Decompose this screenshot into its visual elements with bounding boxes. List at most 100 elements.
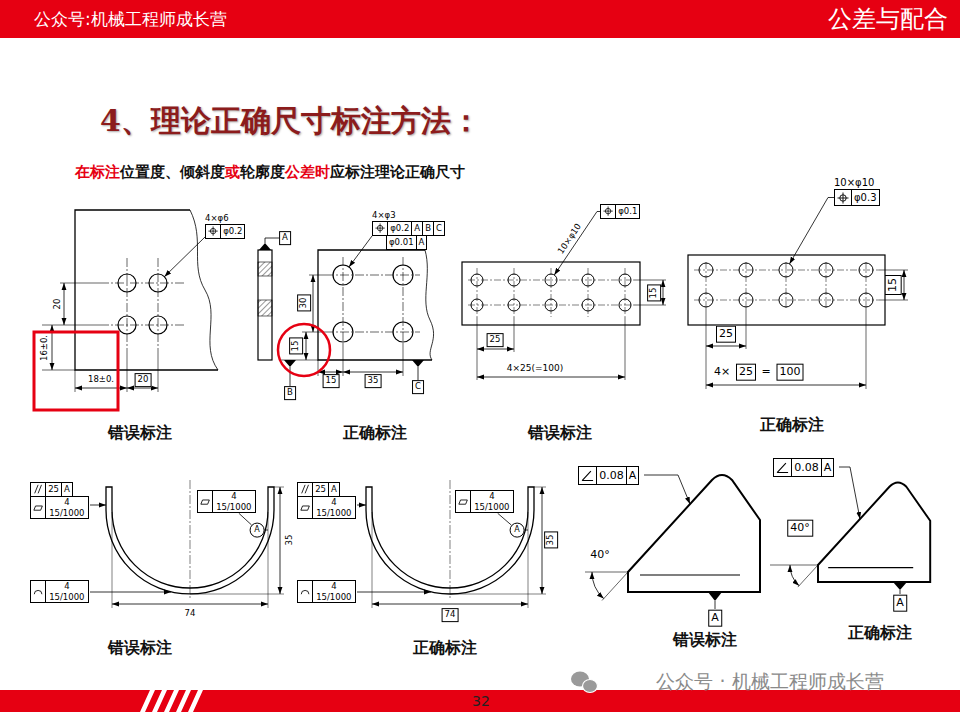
par-symbol xyxy=(33,484,43,494)
dimension-value: 35 xyxy=(545,535,555,546)
plate-drawing xyxy=(34,210,218,410)
tolerance-frame: 0.08A xyxy=(578,466,639,485)
flat-symbol xyxy=(33,503,43,513)
value-cell: φ0.2 xyxy=(387,222,411,235)
dimension-box: 20 xyxy=(135,373,152,387)
feature-count: 4×φ6 xyxy=(205,213,245,224)
tolerance-value: C xyxy=(436,223,442,233)
dimension-value: 25 xyxy=(719,327,733,340)
tolerance-frame: 415/1000 xyxy=(30,580,89,603)
control-frame: φ0.3 xyxy=(834,189,880,206)
pos-symbol xyxy=(208,226,218,236)
tolerance-value: φ0.3 xyxy=(854,192,877,204)
control-frame: 0.08A xyxy=(773,458,834,477)
value-cell: 25 xyxy=(45,483,61,496)
dimension-box: 40° xyxy=(787,520,813,537)
feature-count: 4×φ3 xyxy=(372,210,445,221)
dimension-value: 74 xyxy=(445,609,456,619)
dimension-value: 35 xyxy=(368,375,379,385)
tolerance-value: φ0.2 xyxy=(390,223,409,233)
highlight-circle xyxy=(278,324,330,376)
subtitle-text: 应标注理论正确尺寸 xyxy=(330,163,465,181)
dimension-value: 20 xyxy=(138,374,149,384)
tolerance-value: 25 xyxy=(315,484,326,494)
datum-box: A xyxy=(708,610,722,627)
value-cell: A xyxy=(416,236,427,249)
tolerance-frame: 4×φ3 φ0.2 ABC xyxy=(372,210,445,236)
flat-symbol xyxy=(300,503,310,513)
tolerance-value: A xyxy=(414,223,420,233)
symbol-cell xyxy=(198,491,212,512)
figure-caption: 正确标注 xyxy=(343,424,407,442)
control-frame: 0.08A xyxy=(578,466,639,485)
highlight-box xyxy=(34,332,118,410)
value-cell: φ0.01 xyxy=(387,236,416,249)
tolerance-value: 15/1000 xyxy=(316,592,351,603)
dimension-box: 30 xyxy=(297,295,311,312)
dimension-value: A xyxy=(896,596,904,609)
value-cell: A xyxy=(626,467,639,484)
figure-caption: 正确标注 xyxy=(848,624,912,642)
page-number: 32 xyxy=(472,693,490,709)
bearing-shell xyxy=(90,480,284,608)
value-cell: A xyxy=(411,222,422,235)
tolerance-value: A xyxy=(419,237,425,247)
tolerance-value: φ0.01 xyxy=(389,237,414,247)
dimension-value: 20 xyxy=(53,299,63,310)
datum-circle: A xyxy=(510,523,525,538)
symbol-cell xyxy=(579,467,596,484)
dimension-value: 18±0. xyxy=(88,375,114,385)
subtitle-line: 在标注位置度、倾斜度或轮廓度公差时应标注理论正确尺寸 xyxy=(75,163,465,181)
tolerance-value: B xyxy=(425,223,431,233)
symbol-cell xyxy=(298,581,312,602)
value-cell: C xyxy=(433,222,444,235)
control-frame: φ0.2 ABC xyxy=(372,221,445,236)
dimension-value: 25 xyxy=(490,334,501,344)
footer-bar xyxy=(0,690,960,712)
tolerance-value: 0.08 xyxy=(794,461,819,474)
leader-line xyxy=(239,513,252,525)
value-cell: φ0.3 xyxy=(851,190,879,205)
tolerance-value: 4 xyxy=(489,491,494,502)
datum-box: B xyxy=(284,386,296,400)
tolerance-value: φ0.1 xyxy=(618,206,637,216)
dimension-value: 74 xyxy=(185,609,196,619)
datum-box: A xyxy=(893,595,907,612)
dimension-value: 40° xyxy=(590,549,610,562)
dimension-box: 25 xyxy=(736,364,756,381)
value-cell: 415/1000 xyxy=(312,497,354,518)
symbol-cell xyxy=(31,483,45,496)
symbol-cell xyxy=(835,190,851,205)
dimension-value: 4×25(=100) xyxy=(507,363,563,373)
tolerance-value: 4 xyxy=(64,581,69,592)
control-frame: φ0.1 xyxy=(600,204,640,219)
control-frame: 415/1000 xyxy=(297,496,356,519)
symbol-cell xyxy=(298,483,312,496)
pos-symbol xyxy=(603,206,613,216)
dimension-box: 35 xyxy=(544,532,558,549)
dimension-value: 4× xyxy=(714,366,730,379)
value-cell: 415/1000 xyxy=(312,581,354,602)
tolerance-value: 15/1000 xyxy=(49,508,84,519)
dimension-value: 30 xyxy=(298,298,308,309)
tolerance-frame: φ0.01 A xyxy=(386,235,427,250)
control-frame: φ0.01 A xyxy=(386,235,427,250)
flat-symbol xyxy=(200,497,210,507)
control-frame: 415/1000 xyxy=(30,580,89,603)
dimension-value: A xyxy=(254,526,259,534)
tolerance-frame: 415/1000 xyxy=(297,496,356,519)
datum-circle: A xyxy=(250,523,265,538)
dimension-value: A xyxy=(514,526,519,534)
tolerance-value: 4 xyxy=(231,491,236,502)
dimension-value: B xyxy=(287,387,293,397)
control-frame: φ0.2 xyxy=(205,224,245,239)
control-frame: 415/1000 xyxy=(297,580,356,603)
bracket-part xyxy=(585,475,760,609)
dimension-value: 16±0. xyxy=(40,335,50,361)
watermark: 公众号 · 机械工程师成长营 xyxy=(656,671,883,693)
figure-caption: 正确标注 xyxy=(760,416,824,434)
header-band: 公众号:机械工程师成长营公差与配合 xyxy=(0,0,960,38)
value-cell: 25 xyxy=(312,483,328,496)
subtitle-text: 或 xyxy=(225,163,240,181)
